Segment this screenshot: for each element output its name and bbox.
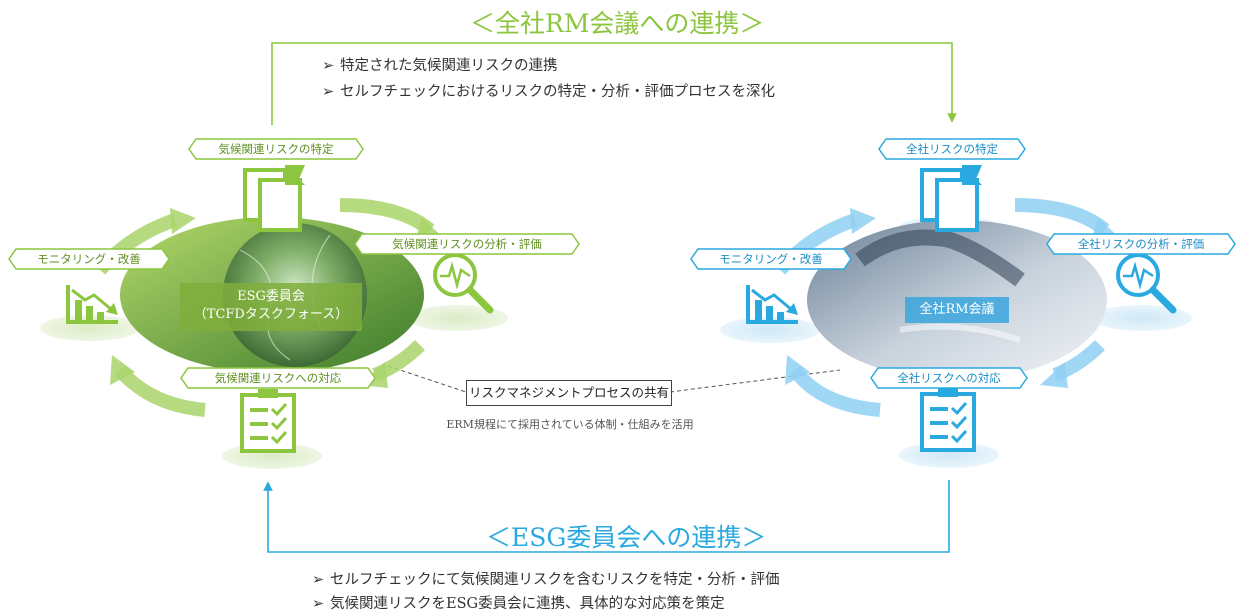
chart-down-icon-right: [746, 285, 798, 324]
top-connector-line: [271, 42, 957, 125]
label-frame: [1046, 233, 1236, 255]
shared-process-box: リスクマネジメントプロセスの共有: [466, 380, 672, 406]
left-analyze-base: [408, 305, 508, 331]
bullet-arrow-icon: ➢: [322, 58, 335, 74]
right-center-title: 全社RM会議: [919, 302, 995, 317]
magnifier-icon-left: [433, 253, 494, 314]
right-center-label-box: [905, 297, 1009, 323]
bottom-title: ＜ESG委員会への連携＞: [486, 523, 767, 552]
right-arrow-respond-to-monitor: [789, 365, 881, 417]
label-frame: [180, 367, 376, 389]
label-frame: [878, 138, 1026, 160]
left-arrow-identify-to-analyze: [339, 198, 435, 236]
magnifier-icon-right: [1116, 253, 1177, 314]
label-frame: [354, 233, 580, 255]
document-icon-left: [243, 168, 302, 232]
document-icon-right: [920, 168, 979, 232]
left-label-identify: 気候関連リスクの特定: [188, 138, 364, 160]
left-center-title: ESG委員会 （TCFDタスクフォース）: [193, 289, 349, 322]
right-label-respond: 全社リスクへの対応: [870, 367, 1028, 389]
left-label-monitor: モニタリング・改善: [8, 248, 170, 270]
top-bullet-1: ➢特定された気候関連リスクの連携: [322, 58, 558, 74]
top-bullet-2: ➢セルフチェックにおけるリスクの特定・分析・評価プロセスを深化: [322, 84, 775, 100]
left-label-respond: 気候関連リスクへの対応: [180, 367, 376, 389]
left-label-analyze: 気候関連リスクの分析・評価: [354, 233, 580, 255]
bullet-arrow-icon: ➢: [312, 596, 325, 612]
clipboard-icon-right: [920, 388, 976, 452]
share-dash-right: [669, 369, 841, 393]
bottom-connector-line: [263, 480, 950, 553]
left-arrow-respond-to-monitor: [114, 365, 206, 417]
right-analyze-base: [1092, 305, 1192, 331]
label-frame: [690, 248, 852, 270]
label-frame: [8, 248, 170, 270]
label-frame: [870, 367, 1028, 389]
right-label-monitor: モニタリング・改善: [690, 248, 852, 270]
bottom-bullet-2: ➢気候関連リスクをESG委員会に連携、具体的な対応策を策定: [312, 596, 725, 612]
pin-icon-right: [962, 165, 982, 185]
right-label-analyze: 全社リスクの分析・評価: [1046, 233, 1236, 255]
bullet-arrow-icon: ➢: [312, 572, 325, 588]
erm-note: ERM規程にて採用されている体制・仕組みを活用: [446, 418, 694, 431]
pin-icon-left: [285, 165, 305, 185]
chart-down-icon-left: [66, 285, 118, 324]
top-title: ＜全社RM会議への連携＞: [470, 9, 765, 38]
left-center-label-box: [180, 283, 362, 331]
label-frame: [188, 138, 364, 160]
bullet-arrow-icon: ➢: [322, 84, 335, 100]
right-arrow-identify-to-analyze: [1014, 198, 1110, 236]
bottom-bullet-1: ➢セルフチェックにて気候関連リスクを含むリスクを特定・分析・評価: [312, 572, 780, 588]
clipboard-icon-left: [240, 389, 296, 453]
right-label-identify: 全社リスクの特定: [878, 138, 1026, 160]
